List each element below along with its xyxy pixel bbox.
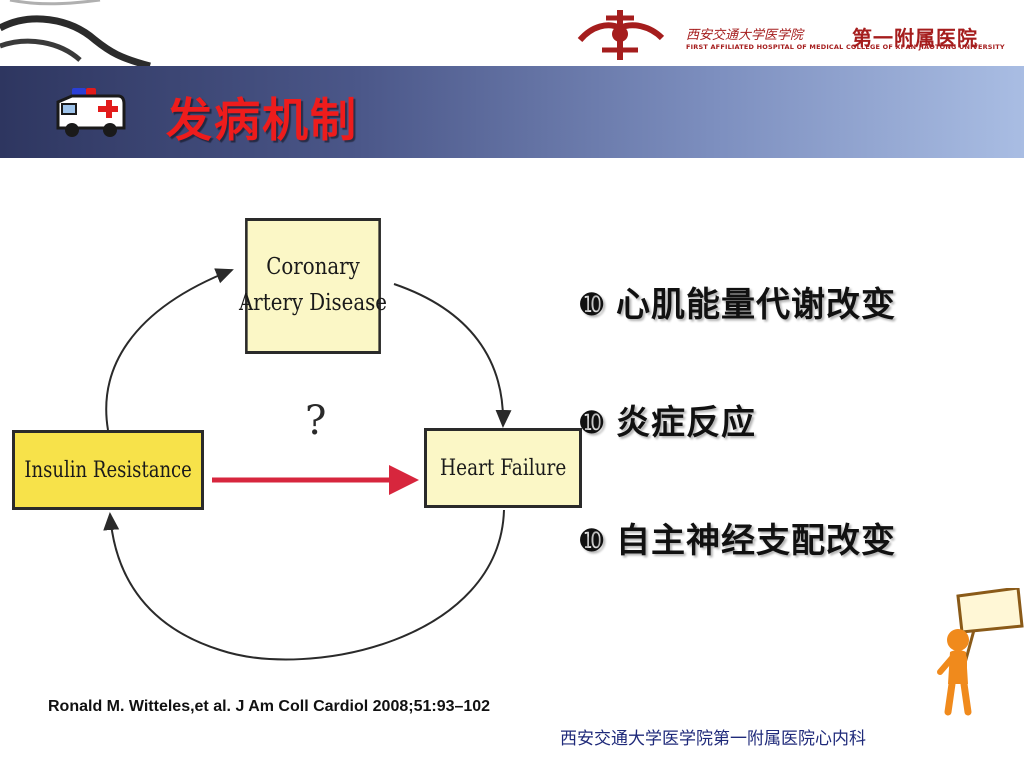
arrow-ir-to-cad [105, 268, 234, 431]
hospital-logo-icon [577, 10, 665, 60]
footer-department: 西安交通大学医学院第一附属医院心内科 [560, 729, 866, 749]
header-strip [0, 0, 1024, 66]
number-ten-icon: ➓ [580, 524, 605, 557]
list-item: ➓ 炎症反应 [580, 400, 896, 518]
insulin-resistance-box: Insulin Resistance [12, 430, 204, 510]
stethoscope-icon [0, 0, 151, 66]
arrow-cad-to-hf [393, 283, 512, 428]
list-item: ➓ 自主神经支配改变 [580, 518, 896, 636]
arrow-hf-to-ir [103, 509, 505, 661]
hospital-name-script: 西安交通大学医学院 [686, 28, 804, 43]
number-ten-icon: ➓ [580, 288, 605, 321]
bullet-text: 心肌能量代谢改变 [616, 285, 896, 325]
question-mark: ? [305, 398, 327, 444]
number-ten-icon: ➓ [580, 406, 605, 439]
slide-title: 发病机制 [166, 93, 358, 147]
insulin-resistance-label: Insulin Resistance [24, 457, 192, 483]
bullet-text: 自主神经支配改变 [616, 521, 896, 561]
list-item: ➓ 心肌能量代谢改变 [580, 282, 896, 400]
heart-failure-box: Heart Failure [424, 428, 582, 508]
coronary-artery-disease-box: Coronary Artery Disease [239, 218, 387, 354]
hospital-name-english: FIRST AFFILIATED HOSPITAL OF MEDICAL COL… [686, 43, 1005, 51]
ambulance-icon [56, 88, 126, 137]
diagram-arrows [103, 268, 512, 661]
cad-label-line2: Artery Disease [238, 290, 388, 316]
hospital-name: 第一附属医院 [852, 26, 978, 50]
cad-label-line1: Coronary [266, 254, 360, 281]
title-bar [0, 66, 1024, 158]
citation: Ronald M. Witteles,et al. J Am Coll Card… [48, 698, 491, 715]
heart-failure-label: Heart Failure [439, 455, 567, 481]
sign-holding-figure-icon [937, 588, 1024, 716]
mechanism-list: ➓ 心肌能量代谢改变 ➓ 炎症反应 ➓ 自主神经支配改变 [580, 282, 896, 636]
bullet-text: 炎症反应 [616, 403, 756, 443]
